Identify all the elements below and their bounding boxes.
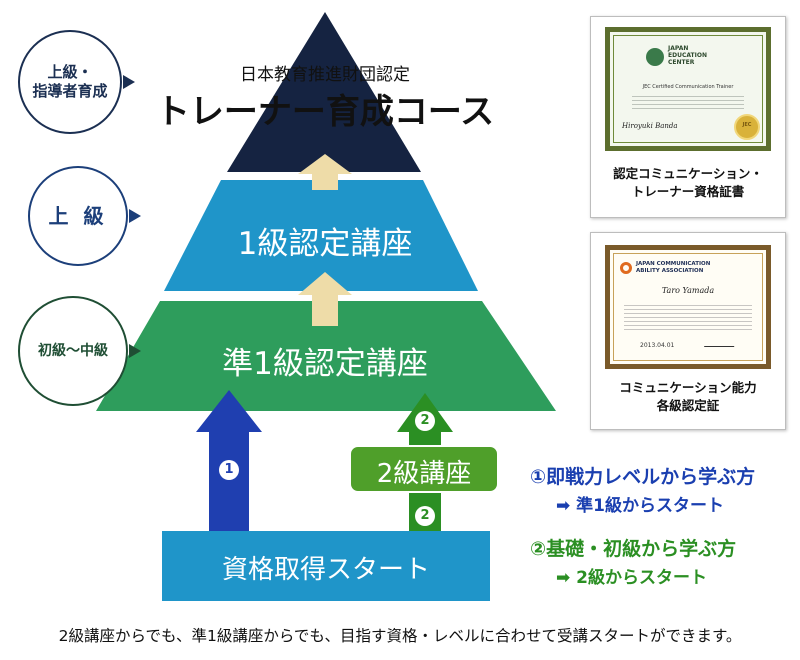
level2-label: 2級講座 [376, 459, 472, 489]
up-arrow-low-to-mid [298, 272, 352, 326]
route1-subtitle-text: 準1級からスタート [576, 496, 725, 516]
route1-arrow-icon: ➡ [556, 496, 571, 516]
ability-certificate-caption: コミュニケーション能力 各級認定証 [619, 380, 757, 414]
route2-badge-top [415, 411, 435, 431]
ability-cert-body-lines [624, 302, 752, 332]
ability-cert-date: 2013.04.01 [640, 342, 675, 349]
top-tier-subtitle: 日本教育推進財団認定 [240, 65, 410, 85]
route2-subtitle-text: 2級からスタート [576, 568, 708, 588]
trainer-cert-body-lines [632, 93, 744, 111]
jec-logo-icon [646, 48, 664, 66]
pointer-mid [129, 209, 141, 223]
route2-arrow-icon: ➡ [556, 568, 571, 588]
trainer-cert-seal-text: JEC [742, 122, 752, 128]
low-tier-title: 準1級認定講座 [222, 346, 428, 382]
footer-note: 2級講座からでも、準1級講座からでも、目指す資格・レベルに合わせて受講スタートが… [58, 627, 742, 645]
start-label: 資格取得スタート [221, 555, 430, 585]
jcaa-logo-icon [620, 262, 632, 274]
route1-subtitle: ➡ 準1級からスタート [556, 491, 724, 516]
trainer-cert-signature: Hiroyuki Banda [622, 122, 678, 130]
level-circle-advanced: 上 級 [28, 166, 128, 266]
ability-certificate-card: JAPAN COMMUNICATION ABILITY ASSOCIATION … [590, 232, 786, 430]
trainer-certificate-image: JAPAN EDUCATION CENTER JEC Certified Com… [605, 27, 771, 151]
gold-seal-icon [734, 114, 760, 140]
route2-badge-bottom [415, 506, 435, 526]
ability-certificate-image: JAPAN COMMUNICATION ABILITY ASSOCIATION … [605, 245, 771, 369]
route2-badge-number-bottom: 2 [420, 508, 430, 523]
route2-badge-number-top: 2 [420, 413, 430, 428]
ability-cert-org: JAPAN COMMUNICATION ABILITY ASSOCIATION [636, 261, 711, 274]
route2-title: ②基礎・初級から学ぶ方 [530, 538, 737, 560]
mid-tier-title: 1級認定講座 [237, 226, 413, 262]
start-box [162, 531, 490, 601]
route1-title: ①即戦力レベルから学ぶ方 [530, 466, 756, 488]
trainer-cert-org: JAPAN EDUCATION CENTER [668, 45, 707, 66]
route1-badge [219, 460, 239, 480]
top-tier-title: トレーナー育成コース [155, 92, 495, 132]
trainer-certificate-card: JAPAN EDUCATION CENTER JEC Certified Com… [590, 16, 786, 218]
up-arrow-mid-to-top [298, 154, 352, 190]
pointer-low [129, 344, 141, 358]
pyramid-tier-low [96, 301, 556, 411]
ability-cert-name: Taro Yamada [661, 286, 715, 295]
level2-box [349, 445, 499, 493]
route1-badge-number: 1 [224, 462, 234, 477]
level-circle-advanced-trainer: 上級・ 指導者育成 [18, 30, 122, 134]
pyramid-tier-top [227, 12, 421, 172]
signature-icon [703, 336, 739, 347]
level-circle-beginner-intermediate: 初級〜中級 [18, 296, 128, 406]
pointer-top [123, 75, 135, 89]
route2-subtitle: ➡ 2級からスタート [556, 563, 707, 588]
trainer-cert-heading: JEC Certified Communication Trainer [642, 84, 734, 90]
pyramid-tier-mid [164, 180, 478, 291]
trainer-certificate-caption: 認定コミュニケーション・ トレーナー資格証書 [613, 166, 763, 200]
